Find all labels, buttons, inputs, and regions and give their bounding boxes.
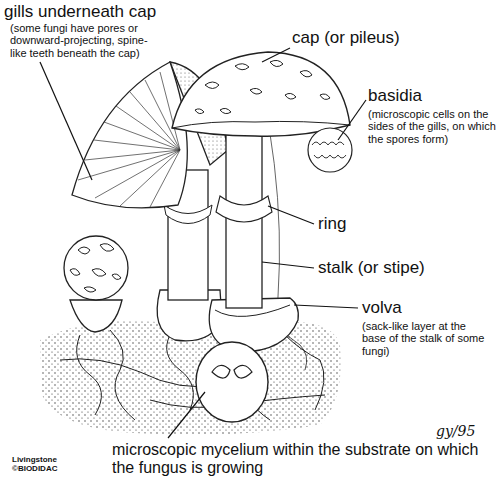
part-name: ring (318, 214, 438, 233)
credit-text: Livingstone ©BIODIDAC (12, 456, 104, 474)
leader-lines (40, 48, 366, 438)
part-name: cap (or pileus) (292, 28, 492, 47)
part-name: volva (362, 298, 490, 317)
signature: gy/95 (436, 424, 492, 440)
part-name: stalk (or stipe) (318, 258, 488, 277)
part-name: microscopic mycelium within the substrat… (112, 441, 482, 477)
button-mushroom (64, 236, 128, 332)
part-note: (microscopic cells on the sides of the g… (368, 108, 496, 145)
part-name: gills underneath cap (4, 2, 194, 21)
part-note: (sack-like layer at the base of the stal… (362, 320, 492, 357)
part-note: (some fungi have pores or downward-proje… (10, 22, 150, 59)
egg-section (196, 342, 268, 422)
part-name: basidia (368, 86, 496, 105)
